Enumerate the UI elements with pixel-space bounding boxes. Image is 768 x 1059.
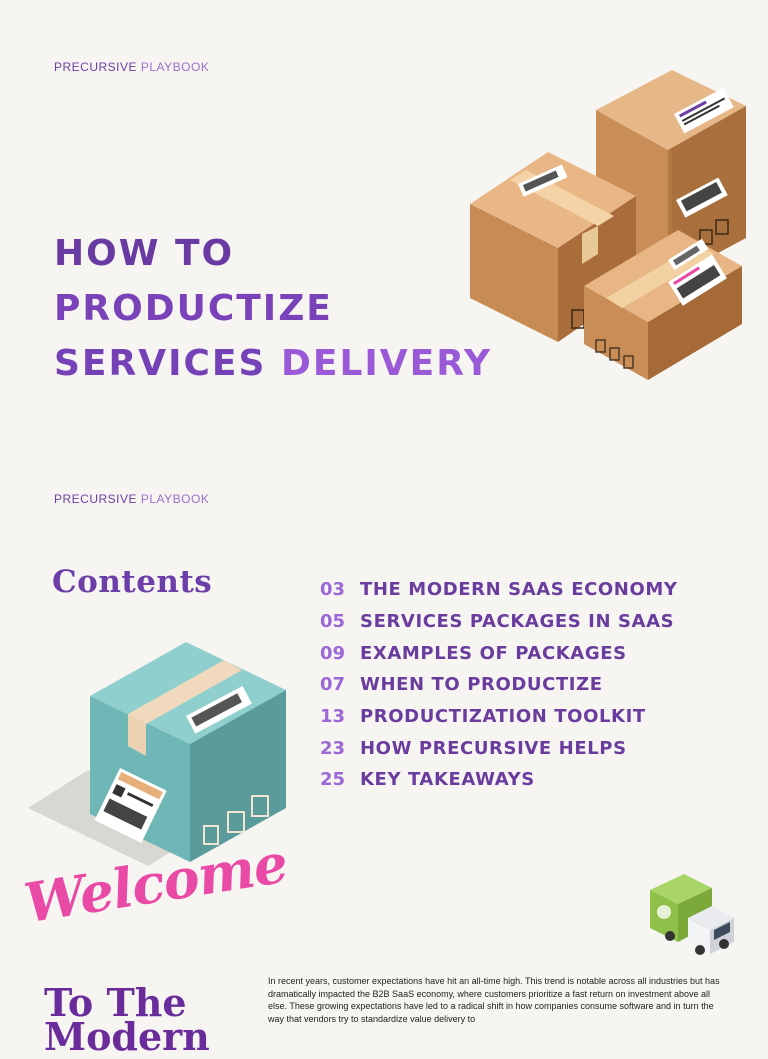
- toc-label: HOW PRECURSIVE HELPS: [360, 737, 627, 759]
- toc-page-number: 13: [320, 706, 346, 728]
- toc-page-number: 07: [320, 674, 346, 696]
- intro-paragraph: In recent years, customer expectations h…: [268, 976, 720, 1024]
- delivery-truck-icon: [650, 874, 734, 955]
- toc-label: EXAMPLES OF PACKAGES: [360, 642, 627, 664]
- hero-line-1: HOW TO: [54, 233, 235, 274]
- teal-box-illustration: [28, 642, 286, 866]
- toc-label: SERVICES PACKAGES IN SAAS: [360, 611, 675, 633]
- toc-item[interactable]: 07 WHEN TO PRODUCTIZE: [320, 669, 678, 701]
- brand-section: PRECURSIVE PLAYBOOK: [54, 492, 209, 506]
- welcome-subheading: To The: [44, 980, 187, 1025]
- hero-title: HOW TO PRODUCTIZE SERVICES DELIVERY: [54, 226, 492, 391]
- hero-line-3: SERVICES DELIVERY: [54, 336, 492, 391]
- left-box: [470, 152, 636, 342]
- toc-label: KEY TAKEAWAYS: [360, 769, 535, 791]
- toc-item[interactable]: 23 HOW PRECURSIVE HELPS: [320, 732, 678, 764]
- toc-item[interactable]: 13 PRODUCTIZATION TOOLKIT: [320, 701, 678, 733]
- cardboard-boxes-illustration: [470, 70, 746, 380]
- contents-heading: Contents: [52, 564, 213, 600]
- hero-line-2: PRODUCTIZE: [54, 288, 333, 329]
- toc-page-number: 03: [320, 579, 346, 601]
- brand-playbook: PLAYBOOK: [140, 492, 210, 506]
- toc-label: WHEN TO PRODUCTIZE: [360, 674, 603, 696]
- toc-page-number: 05: [320, 611, 346, 633]
- toc-label: THE MODERN SAAS ECONOMY: [360, 579, 678, 601]
- toc-item[interactable]: 03 THE MODERN SAAS ECONOMY: [320, 574, 678, 606]
- toc-label: PRODUCTIZATION TOOLKIT: [360, 706, 646, 728]
- brand-name: PRECURSIVE: [54, 492, 138, 506]
- toc-item[interactable]: 25 KEY TAKEAWAYS: [320, 764, 678, 796]
- toc-item[interactable]: 05 SERVICES PACKAGES IN SAAS: [320, 606, 678, 638]
- toc-page-number: 25: [320, 769, 346, 791]
- welcome-subheading-line3: Modern: [44, 1014, 210, 1059]
- front-box: [584, 230, 742, 380]
- hero-line-3b: DELIVERY: [280, 343, 493, 384]
- brand-name: PRECURSIVE: [54, 60, 138, 74]
- brand-playbook: PLAYBOOK: [140, 60, 210, 74]
- table-of-contents: 03 THE MODERN SAAS ECONOMY 05 SERVICES P…: [320, 574, 678, 796]
- toc-item[interactable]: 09 EXAMPLES OF PACKAGES: [320, 637, 678, 669]
- hero-line-3a: SERVICES: [54, 343, 267, 384]
- toc-page-number: 23: [320, 737, 346, 759]
- brand-header: PRECURSIVE PLAYBOOK: [54, 60, 209, 74]
- toc-page-number: 09: [320, 642, 346, 664]
